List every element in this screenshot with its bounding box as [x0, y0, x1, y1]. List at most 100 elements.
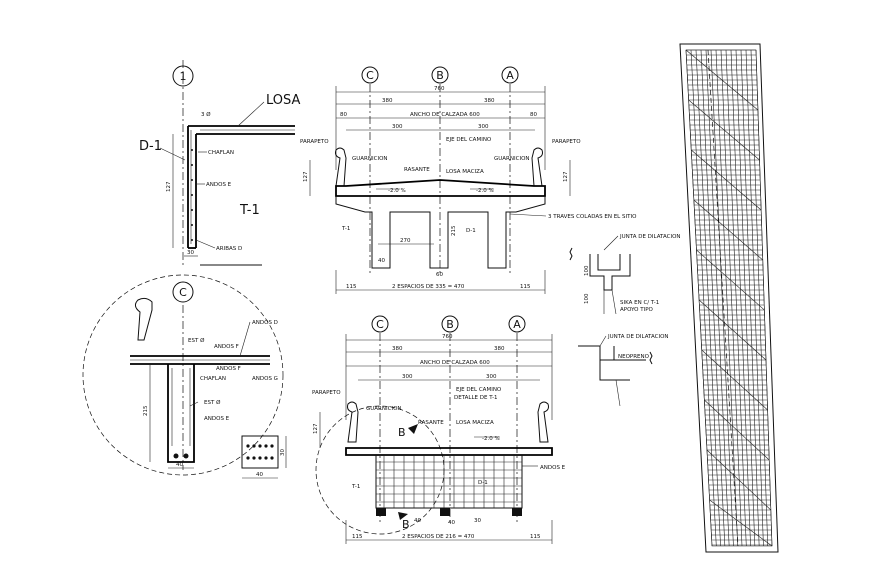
top-losa-label: LOSA MACIZA [446, 169, 484, 175]
cross-section-bottom: C B A 760 380 380 ANCHO DE CALZADA 600 3… [312, 315, 566, 544]
bottom-reinforcement-grid [376, 455, 522, 508]
top-side-dim-right: 127 [563, 171, 569, 182]
top-beam-dim-60: 60 [436, 272, 443, 278]
top-bottom-dim-right: 115 [520, 284, 531, 290]
top-subdim-1: 80 [340, 112, 347, 118]
bot-parapet-left: PARAPETO [312, 390, 341, 396]
top-beam-dim-270: 270 [400, 238, 411, 244]
axis-a-bottom-label: A [513, 318, 521, 331]
top-subdim-4: 80 [530, 112, 537, 118]
d1-note-1: 3 Ø [201, 111, 211, 118]
joint1-note-1: SIKA EN C/ T-1 [620, 300, 659, 306]
axis-bubble-b-bottom [441, 315, 459, 333]
top-rasante-label: RASANTE [404, 167, 430, 173]
top-dim-left: 380 [382, 98, 393, 104]
axis-c-top-label: C [366, 69, 374, 82]
top-beam-dim-215: 215 [451, 225, 457, 236]
top-note-traves: 3 TRAVES COLADAS EN EL SITIO [548, 214, 637, 220]
top-dim-total: 760 [434, 86, 445, 92]
top-bottom-label: 2 ESPACIOS DE 335 = 470 [392, 284, 465, 290]
top-beam-t1: T-1 [341, 226, 350, 232]
dc-note-2: EST Ø [188, 337, 205, 344]
bot-guarnicion-left: GUARNICION [366, 406, 402, 412]
bot-beam-dim-2: 40 [448, 520, 455, 526]
top-parapet-left: PARAPETO [300, 139, 329, 145]
axis-bubble-c-label: C [179, 286, 187, 299]
dc-note-5: CHAFLAN [200, 376, 226, 382]
d1-dim-width: 30 [187, 250, 194, 256]
joint-detail-1: JUNTA DE DILATACION 100 100 SIKA EN C/ T… [569, 234, 681, 315]
bot-axis-label: EJE DEL CAMINO [456, 387, 502, 393]
bot-losa-label: LOSA MACIZA [456, 420, 494, 426]
top-guarnicion-right: GUARNICION [494, 156, 530, 162]
top-subdim-2: 300 [392, 124, 403, 130]
bot-beam-t1: T-1 [351, 484, 360, 490]
axis-bubble-b-top [431, 66, 449, 84]
bot-subdim-1: 300 [402, 374, 413, 380]
d1-label: D-1 [139, 139, 162, 154]
top-axis-label: EJE DEL CAMINO [446, 137, 492, 143]
top-subdim-3: 300 [478, 124, 489, 130]
joint2-label: JUNTA DE DILATACION [607, 334, 669, 340]
top-parapet-right: PARAPETO [552, 139, 581, 145]
joint1-dim-1: 100 [584, 265, 590, 276]
bot-section-mark-bottom: B [402, 518, 410, 531]
bot-dim-left: 380 [392, 346, 403, 352]
d1-dim-height: 127 [166, 181, 172, 192]
cross-section-top: C B A 760 380 380 ANCHO DE CALZADA 600 8… [300, 66, 637, 294]
joint1-note-2: APOYO TIPO [620, 307, 654, 313]
bot-rasante-label: RASANTE [418, 420, 444, 426]
t1-label: T-1 [239, 203, 260, 218]
top-side-dim-left: 127 [303, 171, 309, 182]
dc-dim-rebar-h: 30 [280, 449, 286, 456]
dc-dim-40: 40 [176, 462, 183, 468]
top-beam-d1: D-1 [466, 228, 476, 234]
dc-note-7: EST Ø [204, 399, 221, 406]
top-roadway-label: ANCHO DE CALZADA 600 [410, 112, 480, 118]
dc-note-1: ANDOS D [252, 320, 278, 326]
bot-bottom-label: 2 ESPACIOS DE 216 = 470 [402, 534, 475, 540]
dc-dim-rebar-w: 40 [256, 472, 263, 478]
axis-bubble-a-top [501, 66, 519, 84]
d1-note-3: ANDOS E [206, 182, 232, 188]
d1-note-4: ARIBAS D [216, 246, 242, 252]
joint2-note: NEOPRENO [618, 354, 650, 360]
dc-note-4: ANDOS F [216, 366, 241, 372]
dc-dim-215: 215 [143, 405, 149, 416]
detail-c: C ANDOS D EST Ø ANDOS F ANDOS F CHAFLAN … [82, 274, 287, 479]
axis-bubble-c-bottom [371, 315, 389, 333]
bot-dim-right: 380 [494, 346, 505, 352]
bot-section-mark-top: B [398, 426, 406, 439]
bot-note-right: ANDOS E [540, 465, 566, 471]
bot-side-dim-left: 127 [313, 423, 319, 434]
top-beam-dim-40: 40 [378, 258, 385, 264]
dc-note-3: ANDOS F [214, 344, 239, 350]
axis-bubble-c [172, 281, 194, 303]
axis-c-bottom-label: C [376, 318, 384, 331]
top-slope-right: -2.0 % [476, 188, 494, 194]
bot-beam-dim-1: 40 [414, 518, 421, 524]
bot-roadway-label: ANCHO DE CALZADA 600 [420, 360, 490, 366]
detail-c-circle [82, 274, 284, 476]
bot-bottom-dim-left: 115 [352, 534, 363, 540]
top-bottom-dim-left: 115 [346, 284, 357, 290]
axis-b-bottom-label: B [446, 318, 454, 331]
top-slope-left: -2.0 % [388, 188, 406, 194]
bot-beam-d1: D-1 [478, 480, 488, 486]
top-dim-right: 380 [484, 98, 495, 104]
d1-note-2: CHAFLAN [208, 150, 234, 156]
axis-bubble-a-bottom [508, 315, 526, 333]
losa-label: LOSA [266, 93, 301, 108]
bot-dim-total: 760 [442, 334, 453, 340]
bot-bottom-dim-right: 115 [530, 534, 541, 540]
rebar-section-box [241, 435, 279, 469]
bot-subdim-2: 300 [486, 374, 497, 380]
axis-a-top-label: A [506, 69, 514, 82]
bot-beam-dim-3: 30 [474, 518, 481, 524]
dc-note-6: ANDOS G [252, 376, 278, 382]
top-guarnicion-left: GUARNICION [352, 156, 388, 162]
detail-d1: 1 LOSA D-1 T-1 127 30 3 Ø CHAFLAN ANDOS … [139, 60, 301, 266]
dc-note-8: ANDOS E [204, 416, 230, 422]
axis-bubble-c-top [361, 66, 379, 84]
